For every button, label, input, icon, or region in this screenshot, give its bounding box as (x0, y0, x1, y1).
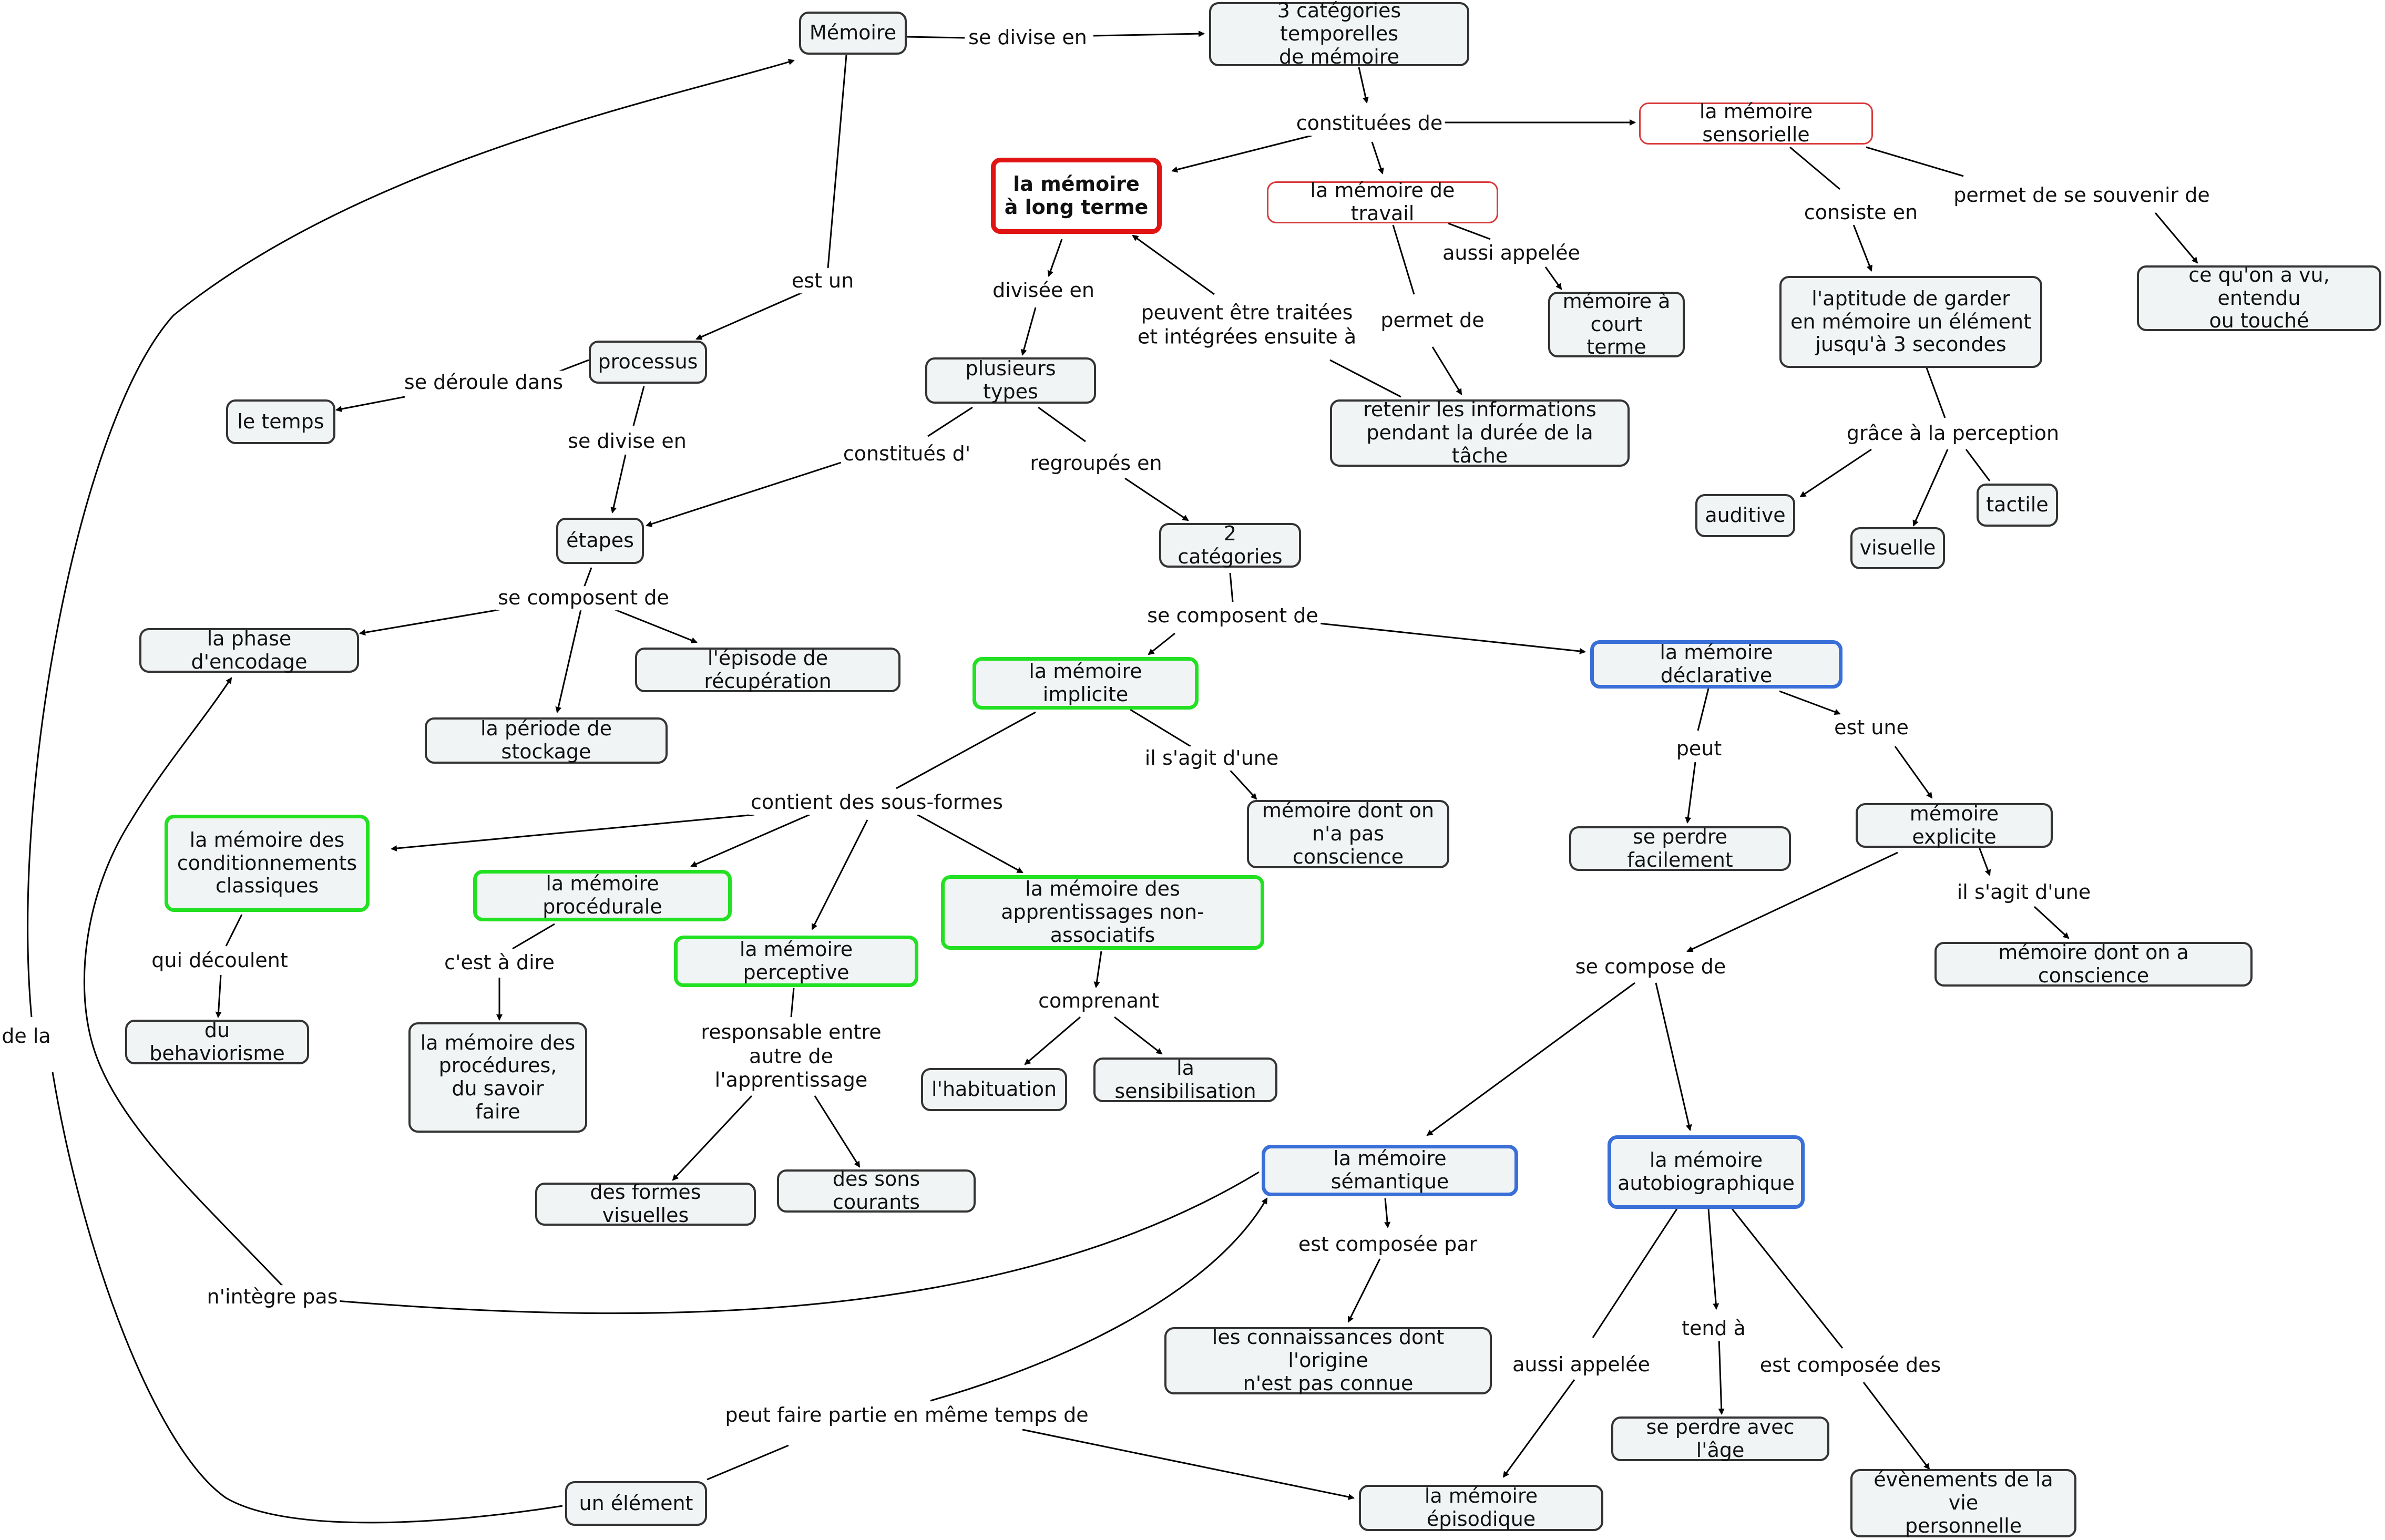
node-habituation[interactable]: l'habituation (921, 1068, 1067, 1111)
link-se-divise-en: se divise en (966, 26, 1089, 50)
link-permet-de: permet de (1378, 309, 1487, 333)
node-retenir[interactable]: retenir les informations pendant la duré… (1330, 398, 1630, 467)
node-plusieurs-types[interactable]: plusieurs types (925, 357, 1096, 404)
link-aussi-appelee-1: aussi appelée (1440, 241, 1582, 265)
node-memoire-declarative[interactable]: la mémoire déclarative (1590, 640, 1843, 689)
node-memoire-procedurale[interactable]: la mémoire procédurale (473, 870, 732, 921)
link-aussi-appelee-2: aussi appelée (1510, 1353, 1652, 1377)
node-etapes[interactable]: étapes (556, 518, 644, 564)
node-memoire-explicite[interactable]: mémoire explicite (1856, 802, 2053, 848)
link-se-compose-de: se compose de (1573, 955, 1728, 979)
link-il-sagit-1: il s'agit d'une (1142, 746, 1281, 771)
node-memoire-sensorielle[interactable]: la mémoire sensorielle (1639, 100, 1873, 146)
node-aptitude[interactable]: l'aptitude de garder en mémoire un éléme… (1779, 276, 2042, 368)
node-conscience[interactable]: mémoire dont on a conscience (1934, 941, 2253, 987)
node-procedures[interactable]: la mémoire des procédures, du savoir fai… (408, 1022, 587, 1133)
node-vu-entendu[interactable]: ce qu'on a vu, entendu ou touché (2137, 263, 2381, 332)
node-memoire-perceptive[interactable]: la mémoire perceptive (674, 936, 918, 987)
link-comprenant: comprenant (1036, 989, 1161, 1013)
link-constituees-de: constituées de (1294, 111, 1445, 136)
link-il-sagit-2: il s'agit d'une (1954, 880, 2093, 905)
link-peuvent-etre-traitees: peuvent être traitées et intégrées ensui… (1135, 301, 1359, 349)
node-periode-stockage[interactable]: la période de stockage (425, 717, 668, 764)
link-constitues-d: constitués d' (841, 442, 973, 466)
node-behaviorisme[interactable]: du behaviorisme (125, 1019, 309, 1064)
link-se-composent-de-2: se composent de (1145, 604, 1321, 628)
link-cest-a-dire: c'est à dire (442, 951, 557, 975)
node-non-associatifs[interactable]: la mémoire des apprentissages non-associ… (941, 875, 1264, 950)
node-memoire-implicite[interactable]: la mémoire implicite (973, 657, 1199, 710)
node-sensibilisation[interactable]: la sensibilisation (1093, 1056, 1277, 1102)
node-tactile[interactable]: tactile (1977, 484, 2058, 527)
node-perdre-age[interactable]: se perdre avec l'âge (1611, 1415, 1829, 1461)
node-un-element[interactable]: un élément (565, 1481, 707, 1526)
node-episode-recuperation[interactable]: l'épisode de récupération (635, 646, 900, 692)
node-se-perdre-facilement[interactable]: se perdre facilement (1569, 825, 1791, 871)
node-court-terme[interactable]: mémoire à court terme (1548, 290, 1685, 358)
link-est-composee-par: est composée par (1296, 1233, 1480, 1257)
link-peut-faire-partie: peut faire partie en même temps de (723, 1403, 1091, 1428)
node-memoire-long-terme[interactable]: la mémoire à long terme (991, 158, 1162, 234)
link-tend-a: tend à (1680, 1317, 1748, 1341)
node-connaissances[interactable]: les connaissances dont l'origine n'est p… (1164, 1326, 1492, 1395)
node-processus[interactable]: processus (589, 341, 707, 384)
node-memoire-de-travail[interactable]: la mémoire de travail (1267, 179, 1498, 225)
node-memoire-semantique[interactable]: la mémoire sémantique (1262, 1145, 1518, 1196)
node-trois-categories[interactable]: 3 catégories temporelles de mémoire (1209, 0, 1469, 68)
node-formes-visuelles[interactable]: des formes visuelles (535, 1180, 756, 1227)
node-phase-encodage[interactable]: la phase d'encodage (139, 627, 359, 673)
node-sons-courants[interactable]: des sons courants (777, 1167, 976, 1214)
node-evenements[interactable]: évènements de la vie personnelle (1850, 1469, 2076, 1537)
link-est-une: est une (1832, 716, 1911, 740)
node-memoire-autobiographique[interactable]: la mémoire autobiographique (1608, 1135, 1805, 1209)
link-se-deroule-dans: se déroule dans (402, 371, 566, 395)
link-contient-sous-formes: contient des sous-formes (749, 790, 1005, 815)
link-se-composent-de-1: se composent de (496, 586, 671, 610)
link-se-divise-en-2: se divise en (566, 429, 689, 454)
node-memoire-episodique[interactable]: la mémoire épisodique (1359, 1484, 1603, 1531)
link-divisee-en: divisée en (990, 279, 1097, 303)
node-pas-conscience[interactable]: mémoire dont on n'a pas conscience (1247, 799, 1449, 868)
node-conditionnements[interactable]: la mémoire des conditionnements classiqu… (165, 815, 370, 912)
link-permet-se-souvenir: permet de se souvenir de (1951, 183, 2212, 208)
link-peut: peut (1674, 737, 1724, 761)
link-est-composee-des: est composée des (1757, 1353, 1943, 1378)
node-visuelle[interactable]: visuelle (1850, 527, 1945, 569)
node-le-temps[interactable]: le temps (226, 399, 335, 444)
node-auditive[interactable]: auditive (1695, 494, 1795, 537)
link-nintegre-pas: n'intègre pas (204, 1285, 340, 1309)
node-deux-categories[interactable]: 2 catégories (1159, 522, 1301, 568)
link-qui-decoulent: qui découlent (149, 949, 290, 973)
link-est-un: est un (789, 269, 856, 293)
link-de-la: de la (0, 1024, 53, 1049)
link-regroupes-en: regroupés en (1028, 451, 1164, 476)
node-memoire[interactable]: Mémoire (799, 12, 907, 55)
link-grace-perception: grâce à la perception (1844, 422, 2062, 446)
link-consiste-en: consiste en (1801, 201, 1920, 225)
link-responsable: responsable entre autre de l'apprentissa… (699, 1020, 884, 1093)
